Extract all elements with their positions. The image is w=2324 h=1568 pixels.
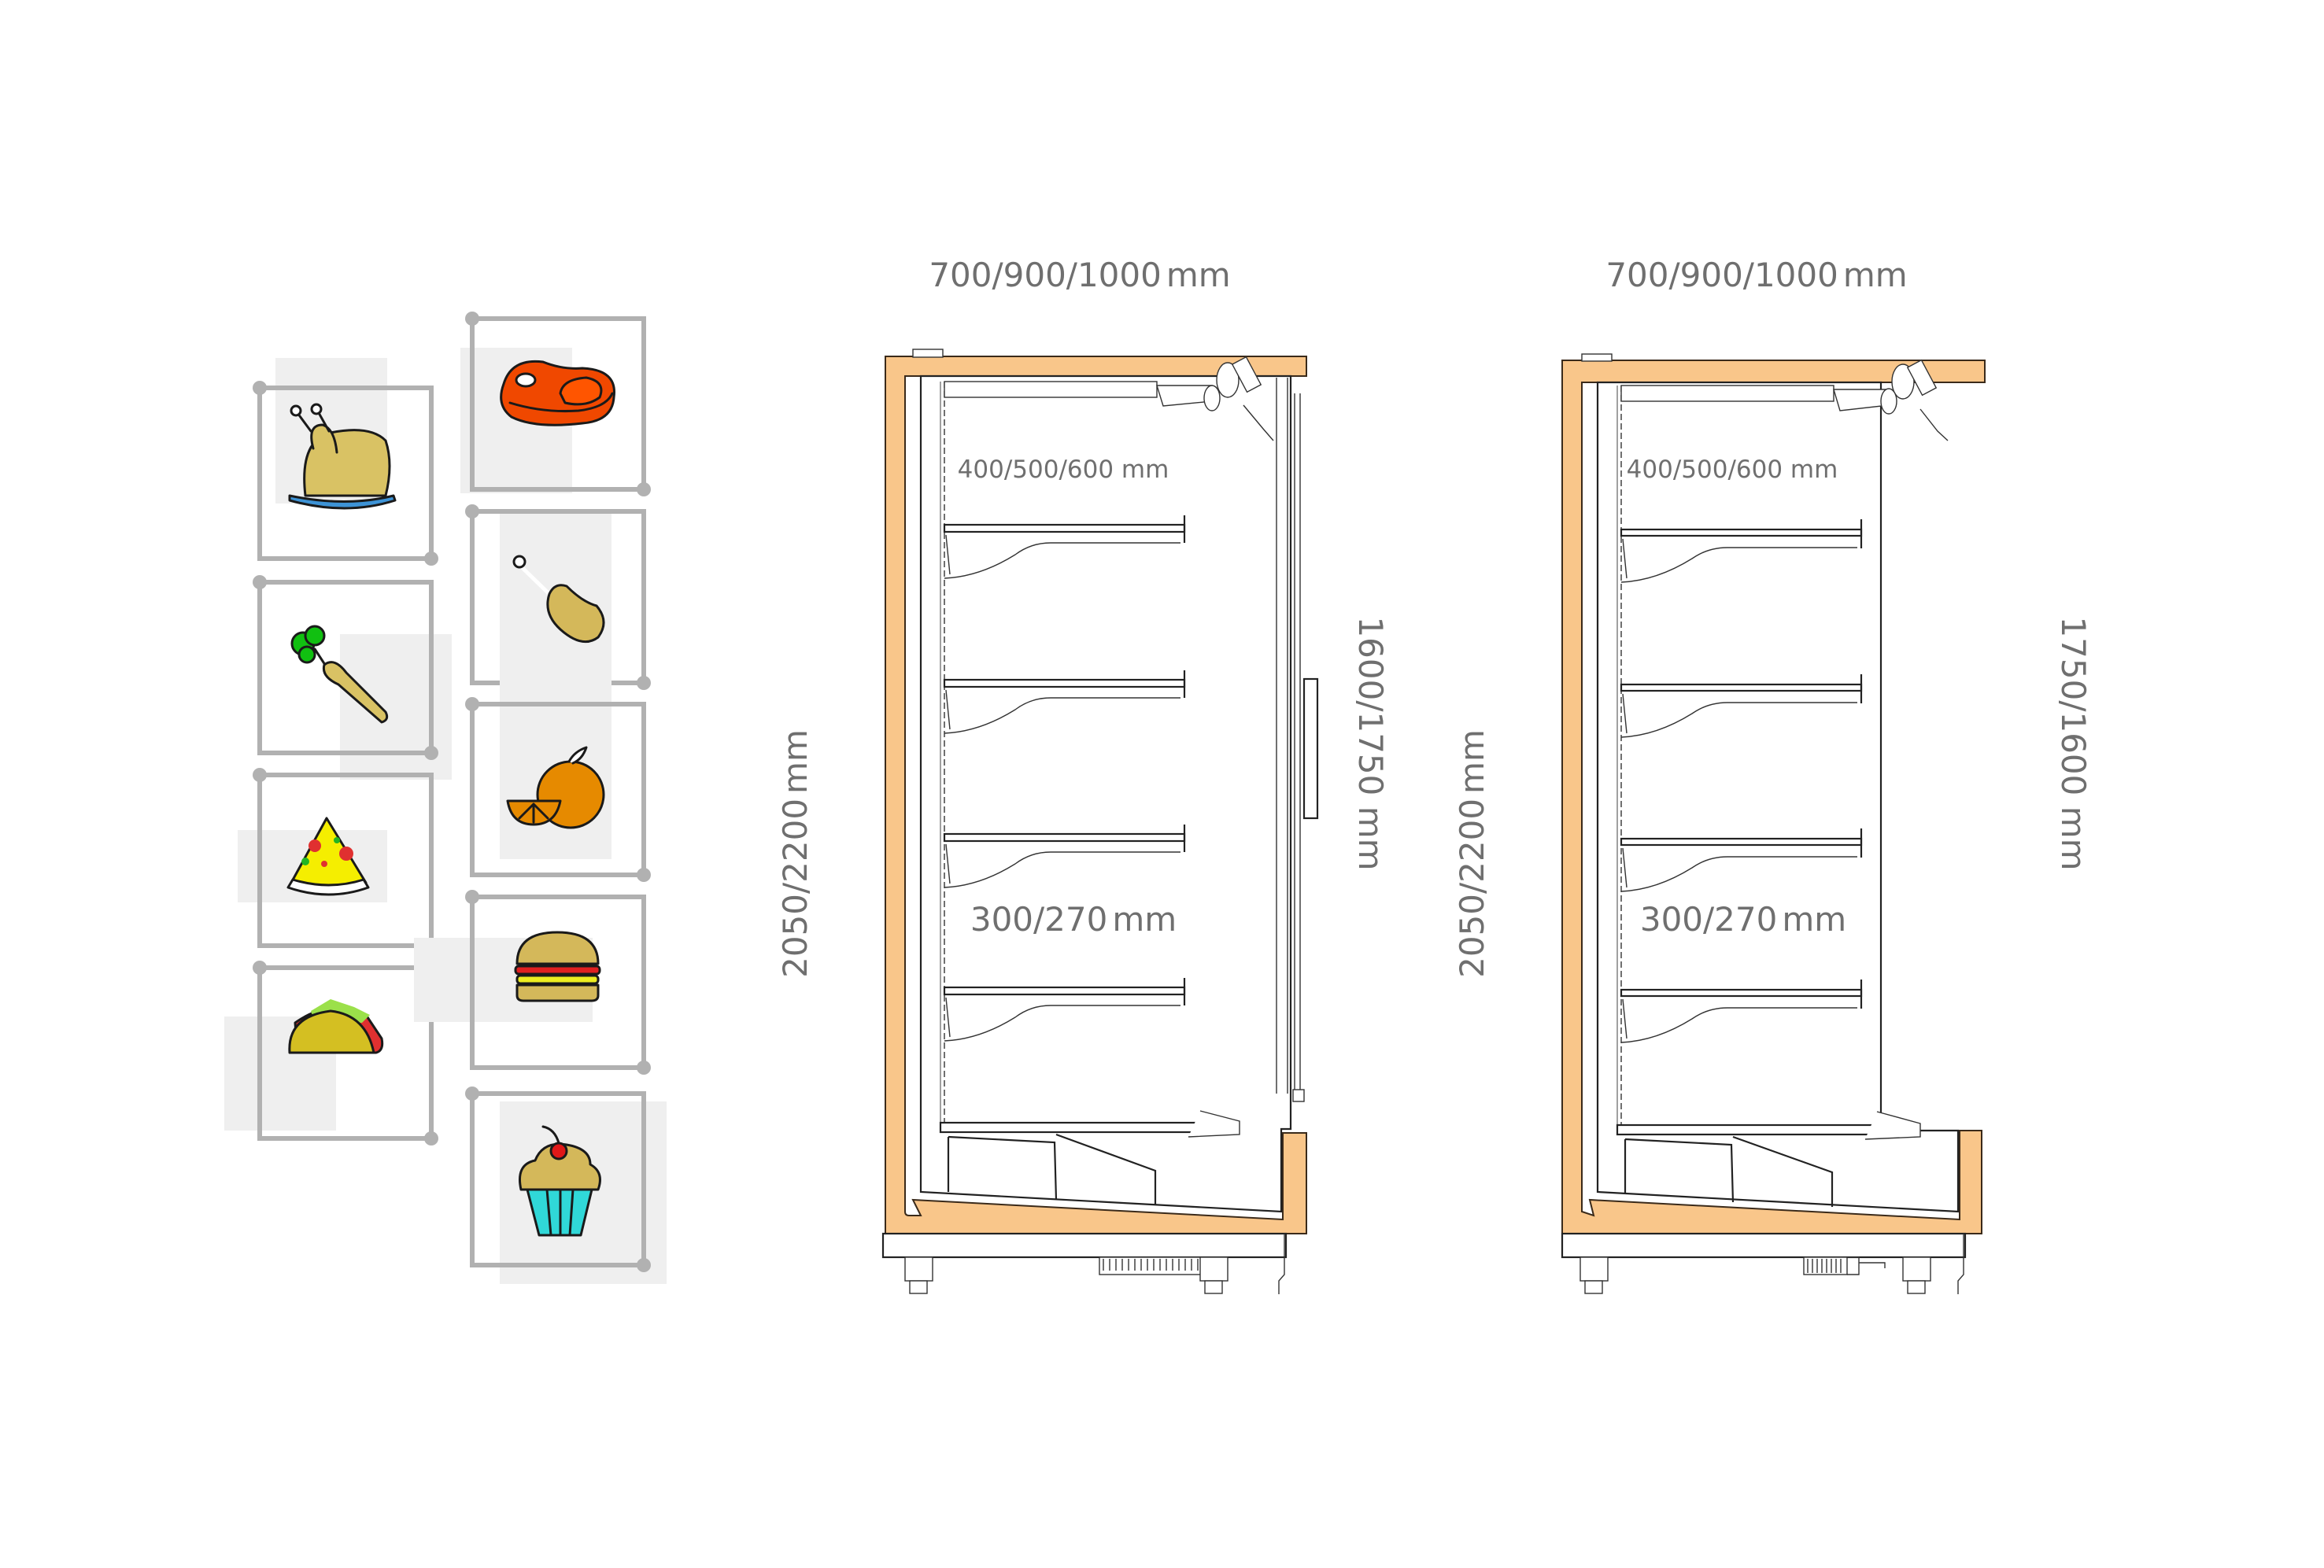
tile-corner-dot bbox=[637, 868, 651, 882]
fan-unit bbox=[1203, 356, 1274, 441]
cabinet-1-display-height-label: 1600/1750 mm bbox=[1351, 616, 1390, 870]
bottom-well bbox=[1616, 1111, 1921, 1207]
glass-shelf bbox=[1620, 980, 1863, 1043]
cabinet-2-display-height-label: 1750/1600 mm bbox=[2054, 616, 2093, 870]
shelf bbox=[943, 978, 1186, 1042]
tile-corner-dot bbox=[253, 381, 267, 395]
food-icon-grid bbox=[224, 312, 667, 1284]
ventilation-grille bbox=[1099, 1256, 1226, 1275]
bottom-well bbox=[939, 1110, 1240, 1205]
adjustable-foot bbox=[1199, 1256, 1229, 1294]
tile-taco bbox=[224, 961, 438, 1146]
cabinet-2-total-height-label: 2050/2200mm bbox=[1453, 729, 1491, 978]
cabinet-plinth bbox=[881, 1232, 1288, 1259]
shelf bbox=[943, 515, 1186, 579]
cabinet-plinth bbox=[1561, 1232, 1967, 1259]
adjustable-foot bbox=[1902, 1256, 1931, 1294]
canopy-light bbox=[944, 381, 1158, 398]
orange-icon bbox=[506, 746, 605, 829]
glass-shelf bbox=[1620, 828, 1863, 892]
canopy-light bbox=[1620, 385, 1834, 402]
tile-steak bbox=[460, 312, 651, 496]
tile-corner-dot bbox=[424, 552, 438, 566]
tile-corner-dot bbox=[253, 961, 267, 975]
door-handle[interactable] bbox=[1302, 677, 1319, 820]
tile-corner-dot bbox=[465, 697, 479, 711]
tile-pizza bbox=[238, 768, 438, 953]
cabinet-interior bbox=[1596, 381, 1960, 1213]
fan-unit bbox=[1880, 359, 1949, 441]
tile-drumstick bbox=[465, 504, 651, 690]
cabinet-1-depth-label: 400/500/600 mm bbox=[958, 456, 1169, 484]
tile-corner-dot bbox=[637, 1061, 651, 1075]
cabinet-2-depth-label: 400/500/600 mm bbox=[1627, 456, 1838, 484]
tile-carrot bbox=[253, 575, 452, 780]
tile-corner-dot bbox=[637, 482, 651, 496]
tile-corner-dot bbox=[465, 312, 479, 326]
adjustable-foot bbox=[1580, 1256, 1609, 1294]
taco-icon bbox=[288, 999, 384, 1054]
top-cap bbox=[912, 349, 944, 358]
shelf bbox=[943, 825, 1186, 888]
carrot-icon bbox=[290, 625, 389, 724]
cabinet-open-front bbox=[1561, 353, 1986, 1294]
tile-orange bbox=[465, 677, 651, 882]
tile-corner-dot bbox=[465, 1087, 479, 1101]
tile-corner-dot bbox=[424, 746, 438, 760]
roast-chicken-icon bbox=[288, 403, 397, 510]
glass-door[interactable] bbox=[1276, 378, 1305, 1102]
cupcake-icon bbox=[519, 1125, 601, 1237]
tile-corner-dot bbox=[424, 1131, 438, 1146]
tile-burger bbox=[414, 890, 651, 1075]
tile-cupcake bbox=[465, 1087, 667, 1284]
shelf bbox=[943, 670, 1186, 734]
glass-shelf bbox=[1620, 519, 1863, 583]
tile-corner-dot bbox=[637, 676, 651, 690]
cabinet-outer-frame bbox=[885, 356, 1307, 1234]
tile-corner-dot bbox=[637, 1258, 651, 1272]
shelf-set bbox=[1620, 519, 1863, 1043]
shelf-set bbox=[943, 515, 1186, 1042]
cabinet-with-door bbox=[881, 349, 1319, 1294]
burger-icon bbox=[514, 931, 601, 1002]
tile-corner-dot bbox=[253, 768, 267, 782]
cabinet-interior bbox=[919, 374, 1292, 1213]
drumstick-icon bbox=[512, 555, 605, 644]
tile-corner-dot bbox=[253, 575, 267, 589]
adjustable-foot bbox=[904, 1256, 933, 1294]
cabinet-1-total-height-label: 2050/2200mm bbox=[776, 729, 815, 978]
condensing-unit bbox=[1803, 1256, 1886, 1275]
pizza-icon bbox=[286, 817, 370, 896]
tile-corner-dot bbox=[465, 890, 479, 904]
tile-roast-chicken bbox=[253, 358, 438, 566]
top-cap bbox=[1581, 353, 1613, 362]
tile-corner-dot bbox=[465, 504, 479, 518]
glass-shelf bbox=[1620, 674, 1863, 738]
cabinet-outer-frame bbox=[1561, 360, 1986, 1234]
steak-icon bbox=[500, 360, 615, 426]
